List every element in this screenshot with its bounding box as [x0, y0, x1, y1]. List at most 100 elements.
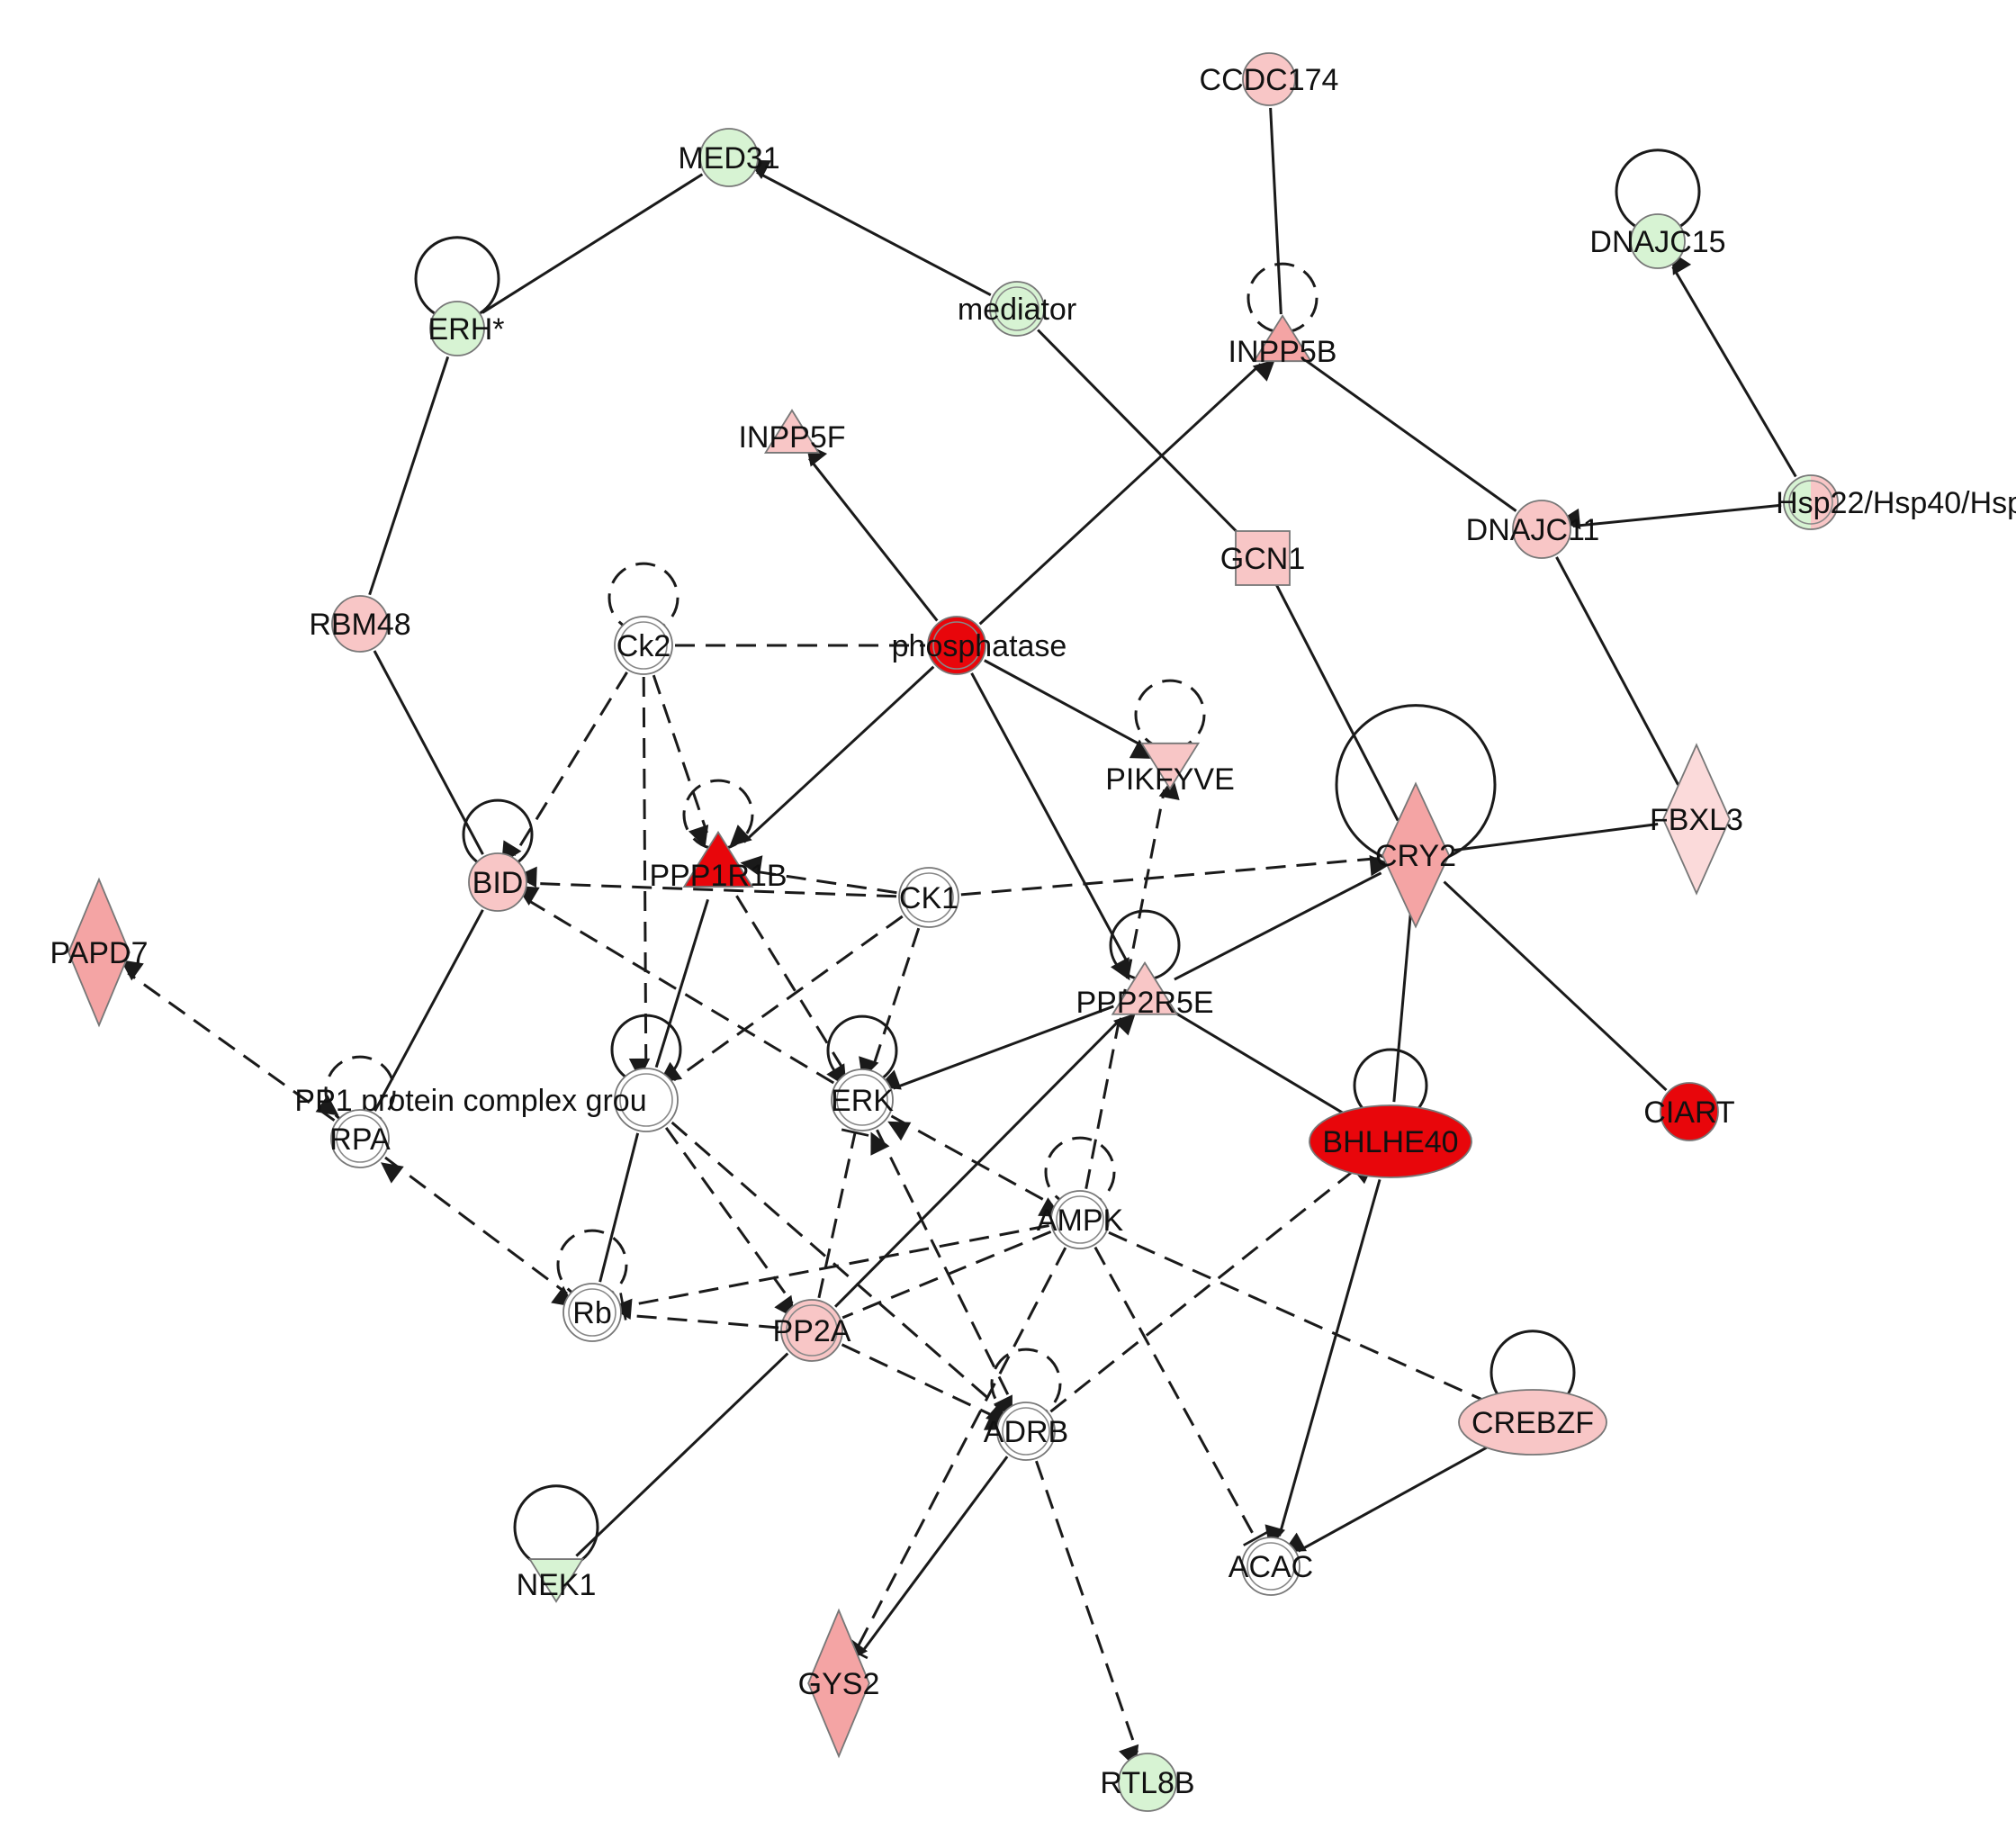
- node-rpa[interactable]: RPA: [329, 1109, 391, 1168]
- edge-rpa-rb: [380, 1156, 574, 1307]
- node-label-erk: ERK: [831, 1084, 894, 1118]
- edge-bhlhe40-acac: [1264, 1178, 1382, 1548]
- node-label-ck1: CK1: [899, 881, 958, 915]
- edge-gcn1-cry2: [1274, 583, 1400, 822]
- node-label-mediator: mediator: [958, 293, 1076, 327]
- edge-ck1-ppp1r1b: [740, 855, 897, 895]
- edge-crebzf-acac: [1282, 1438, 1502, 1553]
- edge-phosphatase-ppp1r1b: [729, 665, 935, 847]
- edge-fbxl3-cry2: [1454, 823, 1659, 852]
- edge-ck2-bid: [501, 672, 628, 864]
- node-ck2[interactable]: Ck2: [614, 616, 673, 675]
- node-ppp2r5e[interactable]: PPP2R5E: [1076, 960, 1214, 1020]
- node-erk[interactable]: ERK: [831, 1068, 894, 1131]
- node-pp1[interactable]: PP1 protein complex grou: [294, 1068, 679, 1132]
- edge-ck1-erk: [859, 927, 921, 1080]
- node-label-erh: ERH*: [428, 312, 504, 347]
- node-label-nek1: NEK1: [517, 1568, 597, 1602]
- node-inpp5b[interactable]: INPP5B: [1228, 314, 1337, 369]
- edge-pp1-rb: [598, 1132, 640, 1283]
- node-mediator[interactable]: mediator: [958, 281, 1076, 337]
- edge-hsp-dnajc11: [1558, 503, 1782, 530]
- edge-ck1-bid: [515, 866, 897, 898]
- edge-ck2-ppp1r1b: [652, 674, 709, 848]
- edge-bid-rpa: [374, 909, 484, 1112]
- node-label-dnajc11: DNAJC11: [1466, 513, 1600, 547]
- node-dnajc15[interactable]: DNAJC15: [1589, 213, 1726, 269]
- edge-ck1-cry2: [960, 854, 1391, 897]
- node-label-med31: MED31: [678, 141, 779, 176]
- node-adrb[interactable]: ADRB: [984, 1402, 1068, 1461]
- node-label-ppp1r1b: PPP1R1B: [649, 859, 787, 893]
- node-rtl8b[interactable]: RTL8B: [1100, 1753, 1195, 1812]
- node-ck1[interactable]: CK1: [898, 867, 959, 928]
- node-rbm48[interactable]: RBM48: [309, 595, 411, 653]
- node-ppp1r1b[interactable]: PPP1R1B: [649, 830, 788, 893]
- node-rb[interactable]: Rb: [562, 1283, 622, 1342]
- edge-ampk-crebzf: [1108, 1230, 1510, 1420]
- node-label-pikfyve: PIKFYVE: [1105, 762, 1235, 797]
- node-label-ciart: CIART: [1643, 1095, 1734, 1130]
- node-label-cry2: CRY2: [1375, 839, 1456, 873]
- node-bid[interactable]: BID: [468, 852, 527, 912]
- node-label-papd7: PAPD7: [50, 936, 148, 970]
- node-label-gcn1: GCN1: [1220, 542, 1305, 576]
- edge-pp2a-erk: [817, 1128, 869, 1299]
- edge-pp2a-rb: [610, 1298, 779, 1330]
- edge-pp2a-adrb: [841, 1343, 1008, 1430]
- edge-dnajc11-fbxl3: [1555, 556, 1679, 786]
- node-label-crebzf: CREBZF: [1472, 1406, 1594, 1440]
- node-dnajc11[interactable]: DNAJC11: [1466, 500, 1600, 559]
- node-fbxl3[interactable]: FBXL3: [1650, 743, 1743, 896]
- self-loop-layer: [324, 149, 1701, 1571]
- node-ciart[interactable]: CIART: [1643, 1082, 1735, 1141]
- edge-cry2-ppp2r5e: [1174, 871, 1382, 981]
- node-hsp[interactable]: Hsp22/Hsp40/Hsp90: [1776, 474, 2016, 530]
- node-acac[interactable]: ACAC: [1228, 1537, 1313, 1596]
- node-nek1[interactable]: NEK1: [517, 1558, 597, 1603]
- edge-erh-rbm48: [368, 356, 450, 596]
- edge-adrb-rtl8b: [1035, 1460, 1139, 1768]
- node-gcn1[interactable]: GCN1: [1220, 530, 1305, 586]
- edge-rpa-papd7: [120, 960, 339, 1122]
- edge-hsp-dnajc15: [1671, 251, 1797, 478]
- edge-erk-ampk: [887, 1114, 1062, 1217]
- node-gys2[interactable]: GYS2: [798, 1608, 880, 1759]
- node-label-ccdc174: CCDC174: [1200, 63, 1339, 97]
- node-med31[interactable]: MED31: [678, 128, 780, 187]
- node-phosphatase[interactable]: phosphatase: [892, 616, 1067, 675]
- node-pp2a[interactable]: PP2A: [773, 1299, 851, 1362]
- edge-mediator-gcn1: [1037, 329, 1243, 538]
- node-bhlhe40[interactable]: BHLHE40: [1309, 1104, 1472, 1178]
- node-ccdc174[interactable]: CCDC174: [1200, 52, 1339, 106]
- edge-pp1-pp2a: [664, 1126, 796, 1319]
- node-label-rtl8b: RTL8B: [1100, 1766, 1194, 1800]
- node-label-dnajc15: DNAJC15: [1589, 225, 1725, 259]
- edge-phosphatase-inpp5f: [806, 443, 939, 622]
- node-label-ppp2r5e: PPP2R5E: [1076, 986, 1213, 1020]
- node-ampk[interactable]: AMPK: [1037, 1190, 1124, 1249]
- edge-ppp1r1b-pp1: [654, 898, 709, 1068]
- node-label-ampk: AMPK: [1037, 1203, 1124, 1238]
- node-erh[interactable]: ERH*: [428, 301, 505, 356]
- node-papd7[interactable]: PAPD7: [50, 877, 148, 1028]
- node-label-rb: Rb: [572, 1296, 611, 1330]
- edge-ampk-pikfyve: [1084, 777, 1180, 1189]
- node-label-gys2: GYS2: [798, 1667, 880, 1701]
- node-label-fbxl3: FBXL3: [1650, 803, 1743, 837]
- edge-ampk-acac: [1094, 1246, 1269, 1546]
- edge-ppp1r1b-erk: [735, 895, 847, 1087]
- edge-rbm48-bid: [373, 650, 484, 855]
- node-inpp5f[interactable]: INPP5F: [738, 409, 846, 455]
- node-crebzf[interactable]: CREBZF: [1458, 1389, 1607, 1456]
- self-loop-inpp5b: [1246, 262, 1318, 334]
- node-pikfyve[interactable]: PIKFYVE: [1105, 742, 1235, 797]
- node-label-bhlhe40: BHLHE40: [1322, 1125, 1458, 1159]
- edge-adrb-gys2: [846, 1456, 1009, 1663]
- node-cry2[interactable]: CRY2: [1375, 781, 1456, 929]
- node-label-rbm48: RBM48: [309, 608, 410, 642]
- node-label-inpp5b: INPP5B: [1228, 335, 1337, 369]
- node-label-pp2a: PP2A: [773, 1314, 851, 1348]
